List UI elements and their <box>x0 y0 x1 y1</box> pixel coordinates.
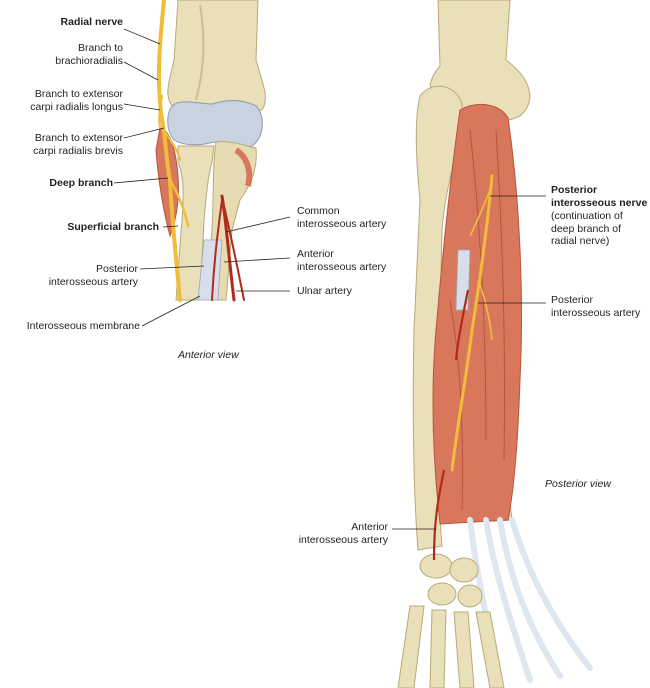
label-common-interosseous-artery: Common interosseous artery <box>297 205 387 230</box>
hand-bones-posterior <box>397 553 505 688</box>
label-radial-nerve: Radial nerve <box>60 16 123 28</box>
label-posterior-interosseous-nerve: Posterior interosseous nerve <box>551 184 648 209</box>
label-branch-to-ecrb: Branch to extensor carpi radialis brevis <box>33 132 123 157</box>
humerus-anterior <box>167 0 266 111</box>
label-continuation-note: (continuation of deep branch of radial n… <box>551 210 623 247</box>
label-ulnar-artery: Ulnar artery <box>297 285 352 297</box>
label-anterior-interosseous-artery-anterior: Anterior interosseous artery <box>297 248 387 273</box>
leader-lines <box>113 28 546 530</box>
view-title-posterior: Posterior view <box>545 478 611 490</box>
label-anterior-interosseous-artery-posterior: Anterior interosseous artery <box>298 521 388 546</box>
label-posterior-interosseous-artery-anterior: Posterior interosseous artery <box>48 263 138 288</box>
label-posterior-interosseous-artery-posterior: Posterior interosseous artery <box>551 294 641 319</box>
anterior-interosseous-artery-path <box>432 469 446 561</box>
label-interosseous-membrane: Interosseous membrane <box>26 320 140 332</box>
posterior-interosseous-artery-path <box>454 289 470 361</box>
label-branch-to-brachioradialis: Branch to brachioradialis <box>55 42 123 67</box>
posterior-view-figure <box>397 0 593 688</box>
label-superficial-branch: Superficial branch <box>67 221 159 233</box>
anterior-view-figure <box>155 0 266 302</box>
extensor-muscles-posterior <box>432 103 522 525</box>
elbow-cartilage <box>167 100 263 149</box>
label-deep-branch: Deep branch <box>49 177 113 189</box>
radial-nerve-anterior <box>156 0 190 302</box>
view-title-anterior: Anterior view <box>178 349 239 361</box>
label-branch-to-ecrl: Branch to extensor carpi radialis longus <box>30 88 123 113</box>
posterior-interosseous-nerve <box>450 174 494 472</box>
